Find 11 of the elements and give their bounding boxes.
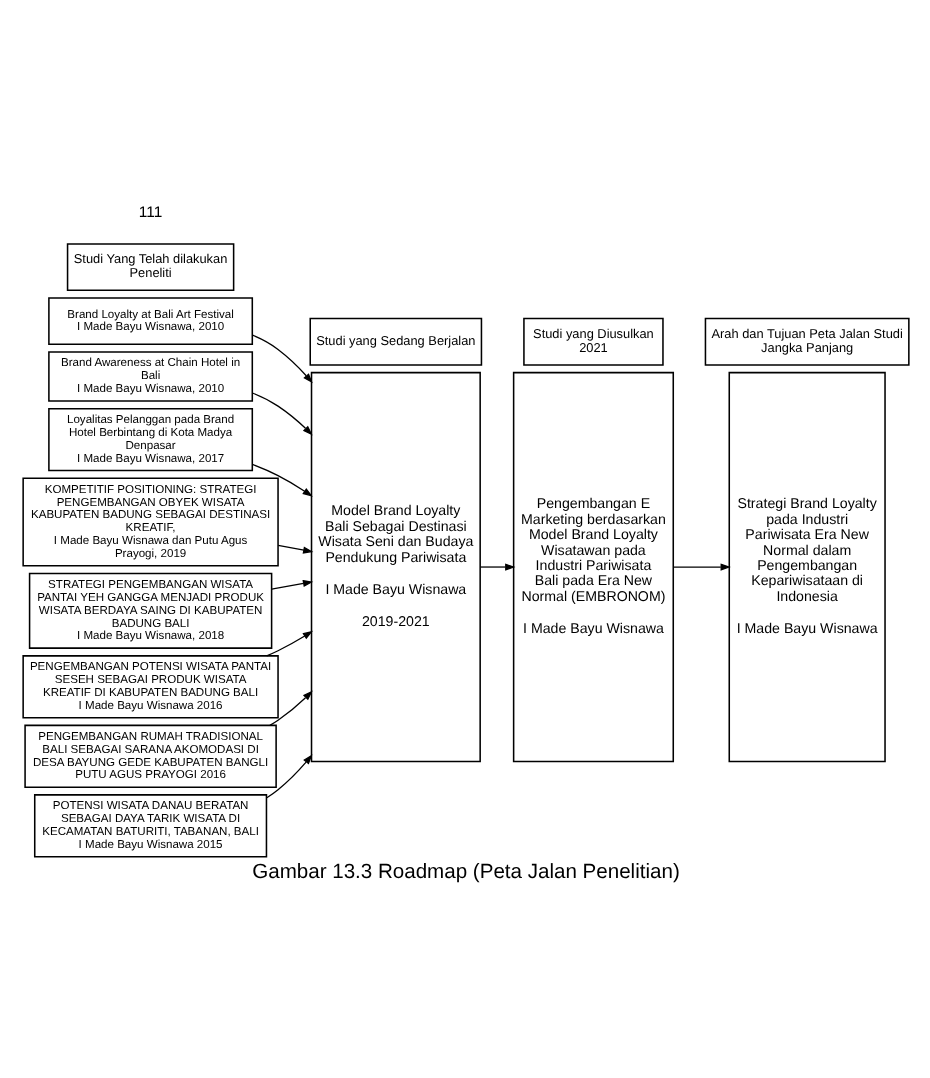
arrow xyxy=(268,689,312,725)
arrow xyxy=(270,578,313,589)
arrow xyxy=(250,462,312,496)
arrow xyxy=(250,391,312,435)
arrow xyxy=(671,562,730,570)
arrow xyxy=(276,543,313,553)
arrow xyxy=(265,753,312,798)
arrow xyxy=(478,562,515,570)
arrow xyxy=(250,333,312,383)
caption: Gambar 13.3 Roadmap (Peta Jalan Penelitian) xyxy=(251,861,679,884)
arrow xyxy=(265,629,313,656)
